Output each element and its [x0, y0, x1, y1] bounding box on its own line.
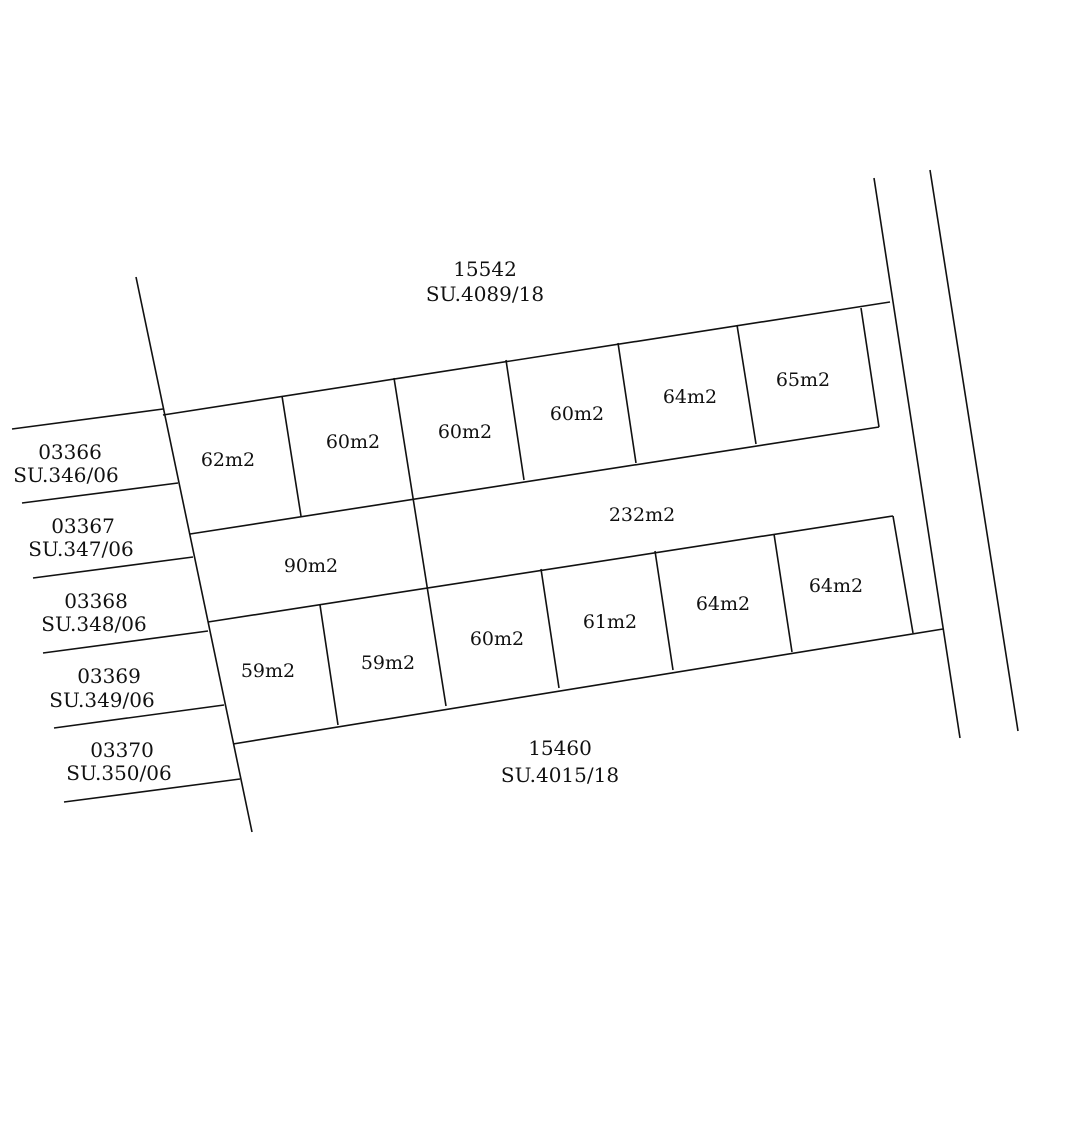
south-neighbor-id: 15460 — [528, 736, 592, 760]
corner-plot-area-label: 90m2 — [284, 555, 338, 577]
plot-area-label: 64m2 — [696, 593, 750, 615]
west-neighbor-cert: SU.346/06 — [13, 463, 118, 487]
bottom-row-divider — [319, 604, 339, 726]
bottom-row-divider — [773, 533, 793, 653]
west-neighbor-cert: SU.347/06 — [28, 537, 133, 561]
plot-area-label: 59m2 — [241, 660, 295, 682]
top-row-divider — [505, 359, 525, 481]
bottom-row-divider — [540, 568, 560, 689]
west-neighbor-id: 03368 — [64, 589, 128, 613]
top-row-divider — [736, 324, 757, 445]
west-neighbor-id: 03366 — [38, 440, 102, 464]
west-neighbor-cert: SU.349/06 — [49, 688, 154, 712]
west-neighbor-line — [32, 556, 194, 579]
south-neighbor-cert: SU.4015/18 — [501, 763, 619, 787]
road-edge-line-outer — [929, 169, 1019, 732]
road-edge-line-inner — [873, 177, 961, 739]
plot-area-label: 60m2 — [438, 421, 492, 443]
plot-area-label: 64m2 — [663, 386, 717, 408]
center-divider — [393, 377, 447, 707]
west-neighbor-line — [63, 778, 241, 803]
west-neighbor-line — [11, 408, 164, 430]
plot-area-label: 59m2 — [361, 652, 415, 674]
north-neighbor-cert: SU.4089/18 — [426, 282, 544, 306]
plot-area-label: 65m2 — [776, 369, 830, 391]
top-row-divider — [617, 342, 637, 464]
south-boundary-line — [232, 628, 944, 745]
north-neighbor-id: 15542 — [453, 257, 517, 281]
plot-area-label: 64m2 — [809, 575, 863, 597]
west-neighbor-line — [42, 630, 209, 654]
plot-area-label: 61m2 — [583, 611, 637, 633]
bottom-row-top-edge — [207, 515, 894, 623]
west-neighbor-cert: SU.348/06 — [41, 612, 146, 636]
plot-area-label: 60m2 — [326, 431, 380, 453]
plot-area-label: 60m2 — [470, 628, 524, 650]
plot-area-label: 60m2 — [550, 403, 604, 425]
plot-area-label: 62m2 — [201, 449, 255, 471]
north-boundary-line — [162, 301, 891, 416]
west-neighbor-line — [53, 704, 225, 729]
top-row-bottom-edge — [189, 426, 880, 535]
top-row-east-edge — [860, 307, 880, 428]
west-neighbor-id: 03369 — [77, 664, 141, 688]
west-neighbor-cert: SU.350/06 — [66, 761, 171, 785]
west-neighbor-line — [21, 482, 179, 504]
bottom-row-divider — [654, 550, 674, 671]
west-boundary-line — [135, 276, 253, 833]
west-neighbor-id: 03370 — [90, 738, 154, 762]
bottom-row-east-edge — [892, 515, 914, 634]
top-row-divider — [281, 395, 302, 517]
west-neighbor-id: 03367 — [51, 514, 115, 538]
road-area-label: 232m2 — [609, 504, 675, 526]
